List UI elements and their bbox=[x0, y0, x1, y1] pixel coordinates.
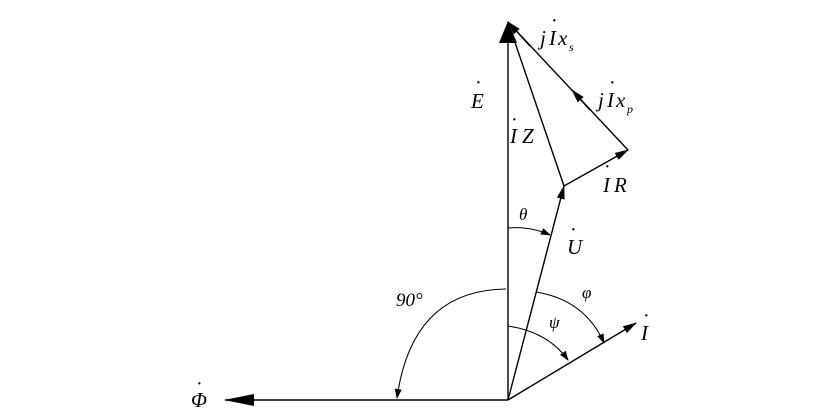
svg-text:·: · bbox=[475, 72, 482, 94]
svg-text:p: p bbox=[626, 102, 633, 116]
varphi-arc bbox=[535, 291, 605, 344]
svg-text:j: j bbox=[595, 88, 604, 112]
label-ir: · I R bbox=[602, 156, 627, 197]
deg90-arc bbox=[394, 288, 507, 399]
psi-arc bbox=[507, 325, 569, 361]
svg-text:x: x bbox=[615, 88, 626, 112]
label-psi: ψ bbox=[549, 313, 560, 332]
label-varphi: φ bbox=[582, 283, 591, 302]
iz-line bbox=[507, 21, 565, 187]
label-u: · U bbox=[567, 219, 584, 259]
svg-text:Φ: Φ bbox=[191, 388, 207, 412]
svg-text:E: E bbox=[470, 89, 484, 113]
svg-text:·: · bbox=[196, 373, 203, 395]
svg-text:·: · bbox=[511, 109, 518, 131]
svg-text:x: x bbox=[557, 26, 568, 50]
u-vector bbox=[507, 185, 565, 401]
svg-text:j: j bbox=[537, 26, 546, 50]
svg-text:·: · bbox=[609, 72, 616, 94]
svg-text:I: I bbox=[548, 26, 557, 50]
svg-text:I: I bbox=[602, 173, 611, 197]
svg-text:·: · bbox=[551, 10, 558, 32]
svg-text:s: s bbox=[569, 40, 574, 54]
svg-text:U: U bbox=[567, 235, 584, 259]
label-iz: · I Z bbox=[509, 109, 534, 148]
theta-arc bbox=[507, 227, 551, 236]
label-jixp: j · I x p bbox=[595, 72, 633, 116]
label-phi: · Φ bbox=[191, 373, 207, 412]
svg-text:R: R bbox=[613, 173, 627, 197]
label-theta: θ bbox=[519, 205, 527, 224]
svg-text:Z: Z bbox=[522, 124, 534, 148]
ir-vector bbox=[563, 149, 629, 187]
label-90deg: 90° bbox=[396, 290, 423, 311]
svg-text:·: · bbox=[570, 219, 577, 241]
label-jixs: j · I x s bbox=[537, 10, 574, 54]
i-vector bbox=[507, 322, 637, 401]
label-e: · E bbox=[470, 72, 484, 113]
svg-text:·: · bbox=[604, 156, 611, 178]
svg-text:I: I bbox=[509, 124, 518, 148]
svg-text:I: I bbox=[640, 321, 649, 345]
jixp-mid-arrow bbox=[571, 89, 591, 111]
svg-text:I: I bbox=[606, 88, 615, 112]
label-i: · I bbox=[640, 305, 650, 345]
jixs-arrow bbox=[507, 21, 531, 47]
svg-text:·: · bbox=[643, 305, 650, 327]
